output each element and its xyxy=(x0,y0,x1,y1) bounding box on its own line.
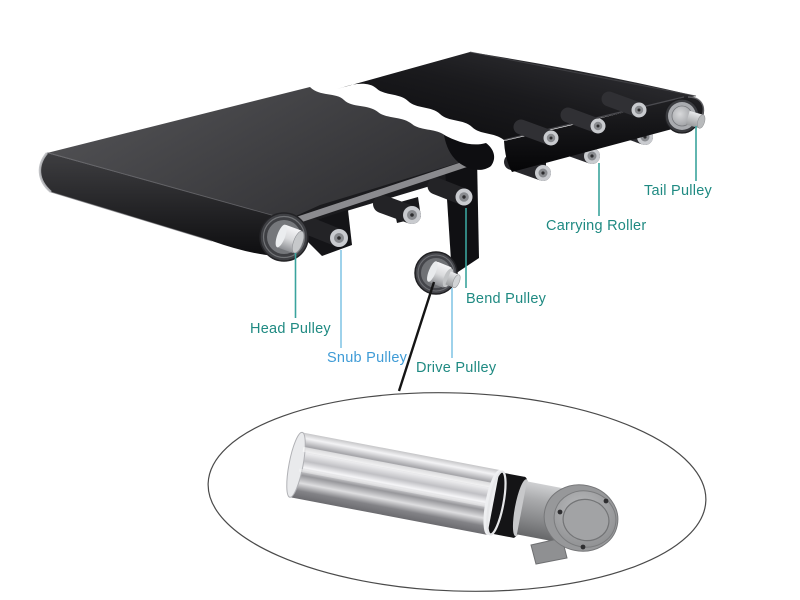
tail-pulley-icon xyxy=(664,98,706,134)
endcap-bolt xyxy=(580,544,586,550)
label-tail-pulley: Tail Pulley xyxy=(644,183,713,199)
belt-break-edge xyxy=(444,135,495,170)
carrying-roller-icon xyxy=(560,107,606,134)
inset-detail xyxy=(207,392,707,592)
belt-left-section xyxy=(38,87,495,295)
head-pulley-icon xyxy=(259,212,309,262)
return-roller-icon xyxy=(373,195,421,224)
endcap-bolt xyxy=(603,498,609,504)
pointer-line-to-inset xyxy=(397,281,436,392)
leader-lines xyxy=(294,126,697,358)
carrying-roller-icon xyxy=(601,91,647,118)
carrying-rollers xyxy=(513,91,647,146)
endcap-bolt xyxy=(557,509,563,515)
belt-left-top-surface xyxy=(47,87,474,220)
drum-motor-icon xyxy=(286,431,619,565)
belt-right-front-face xyxy=(504,96,705,172)
bend-pulley-icon xyxy=(427,177,473,206)
belt-edge-highlight xyxy=(287,158,476,226)
label-bend-pulley: Bend Pulley xyxy=(466,291,547,307)
snub-pulley-icon xyxy=(300,217,348,247)
carrying-roller-icon xyxy=(513,119,559,146)
drive-pulley-icon xyxy=(414,251,461,295)
label-drive-pulley: Drive Pulley xyxy=(416,360,497,376)
belt-left-front-face xyxy=(39,153,293,256)
drum-bracket xyxy=(530,537,568,565)
label-head-pulley: Head Pulley xyxy=(250,321,331,337)
label-snub-pulley: Snub Pulley xyxy=(327,350,408,366)
label-carrying-roller: Carrying Roller xyxy=(546,218,647,234)
belt-right-section xyxy=(337,51,706,181)
belt-right-top-surface xyxy=(337,52,696,140)
